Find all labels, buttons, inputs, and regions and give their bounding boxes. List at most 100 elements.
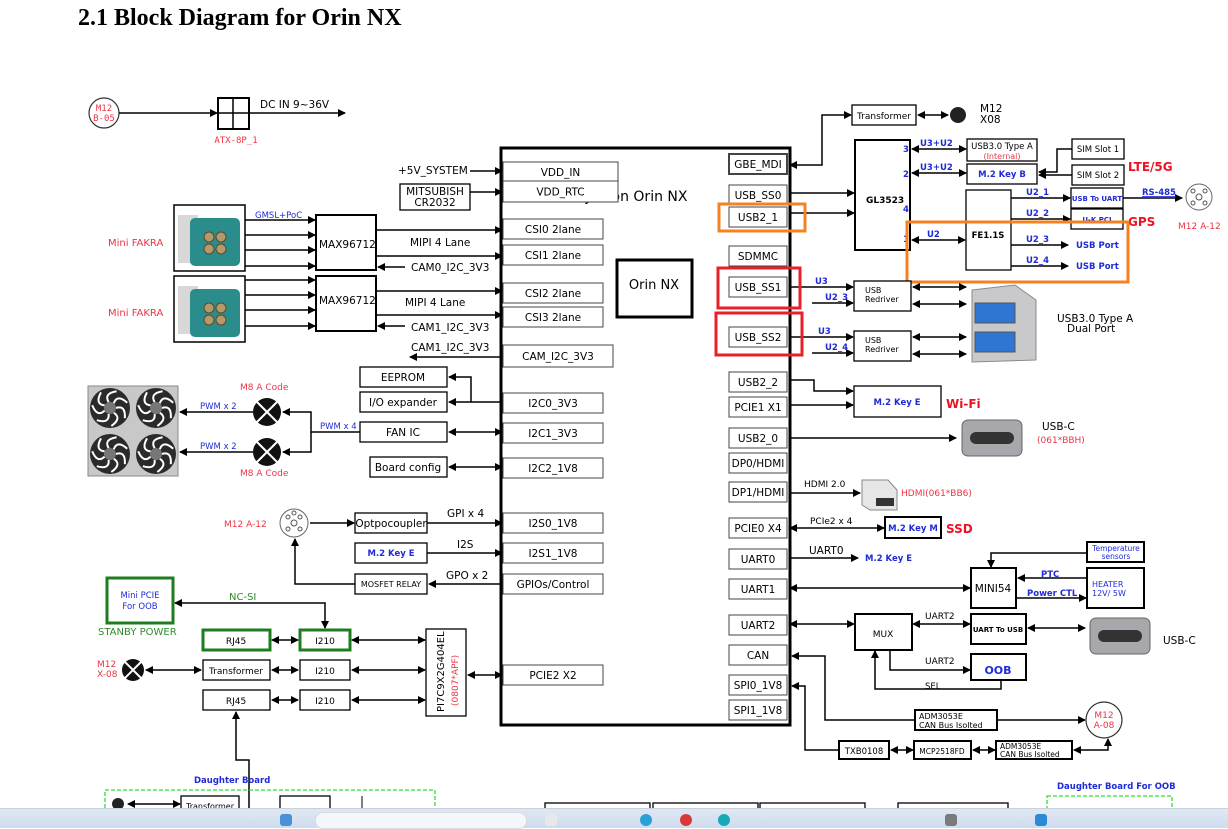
soc-pin-box: [502, 306, 604, 328]
mux-label: MUX: [873, 630, 894, 640]
mosfet-relay-label: MOSFET RELAY: [361, 580, 421, 589]
soc-pin-label: VDD_RTC: [536, 187, 584, 199]
soc-pin-label: USB_SS2: [735, 332, 782, 344]
i210-box-3: [299, 689, 351, 711]
soc-pin-label: I2C1_3V3: [528, 428, 578, 440]
gl3523-hub-box: [854, 139, 911, 251]
fan-blade: [97, 391, 105, 407]
max96712-deserializer-2: [315, 275, 377, 332]
soc-pin-label: USB2_1: [738, 212, 778, 224]
m12-x08-label-1: M12: [97, 660, 116, 670]
m12-x08-right-label-1: M12: [980, 103, 1002, 115]
fan-blade: [161, 452, 172, 465]
power-ctl-label: Power CTL: [1027, 589, 1078, 599]
usb30-internal-label-2: (Internal): [983, 152, 1020, 161]
soc-pin-box: [728, 153, 788, 175]
m12-a12-label-right: M12 A-12: [1178, 222, 1221, 232]
soc-pin-box: [502, 180, 619, 203]
fan-hub: [150, 402, 162, 414]
m2-key-e-wifi-label: M.2 Key E: [873, 398, 920, 408]
adm3053e-label-2a: ADM3053E: [1000, 742, 1041, 751]
i210-label-3: I210: [315, 697, 335, 707]
fan-blade: [115, 452, 126, 465]
rtc-battery-label-2: CR2032: [414, 197, 455, 209]
gpo-label: GPO x 2: [446, 570, 488, 582]
taskbar-app-icon-4[interactable]: [718, 814, 730, 826]
rj45-box-1: [201, 628, 272, 652]
taskbar-app-icon-6[interactable]: [1035, 814, 1047, 826]
fan-blade: [115, 406, 126, 419]
pcie-switch-box: [425, 628, 467, 717]
block-diagram: M12 B-05 ATX-8P_1 DC IN 9~36V Jetson Ori…: [87, 97, 1221, 808]
soc-pin-box: [728, 674, 788, 696]
soc-pin-label: DP0/HDMI: [732, 458, 785, 470]
m2-key-e-uart-label: M.2 Key E: [865, 554, 912, 564]
usb-port-label-2: USB Port: [1076, 262, 1119, 272]
u3u2-label-1: U3+U2: [920, 139, 953, 149]
m2-key-m-box: [884, 516, 942, 539]
m12-a12-label-left: M12 A-12: [224, 520, 267, 530]
adm3053e-label-2b: CAN Bus Isolted: [1000, 750, 1060, 759]
transformer-label-left: Transformer: [208, 667, 263, 677]
pwm2-label-2: PWM x 2: [200, 442, 237, 452]
fe11s-hub-box: [965, 189, 1012, 271]
m2-key-e-box-wifi: [853, 385, 942, 418]
fan-blade: [152, 436, 163, 449]
soc-pin-label: USB2_2: [738, 377, 778, 389]
soc-pin-box: [502, 218, 604, 240]
taskbar-app-icon-1[interactable]: [545, 814, 557, 826]
gl3523-label: GL3523: [866, 196, 904, 206]
redriver-label-1b: Redriver: [865, 295, 899, 304]
taskbar-app-icon-5[interactable]: [945, 814, 957, 826]
fan-blade: [91, 404, 106, 415]
fan-blade: [97, 437, 105, 453]
rj45-label-1: RJ45: [226, 637, 246, 647]
fan-blade: [142, 413, 156, 423]
fan-blade: [110, 457, 119, 473]
soc-pin-box: [502, 542, 604, 564]
soc-pin-box: [728, 245, 788, 267]
i210-box-1: [298, 628, 352, 652]
mini54-label: MINI54: [975, 583, 1012, 595]
m8-connector-icon-2: [253, 438, 281, 466]
soc-pin-label: USB_SS1: [735, 282, 782, 294]
soc-pin-box: [728, 699, 788, 721]
sim-slot-2-label: SIM Slot 2: [1077, 171, 1119, 181]
nc-si-label: NC-SI: [229, 592, 256, 603]
soc-pin-label: UART2: [741, 620, 776, 632]
soc-pin-label: CSI2 2lane: [525, 288, 581, 300]
usb2-1-highlight: [717, 202, 807, 233]
start-icon[interactable]: [280, 814, 292, 826]
io-expander-label: I/O expander: [369, 397, 438, 409]
taskbar-app-icon-3[interactable]: [680, 814, 692, 826]
soc-pin-box: [502, 422, 604, 444]
standby-power-label: STANBY POWER: [98, 627, 177, 638]
ssd-label: SSD: [946, 522, 973, 536]
txb0108-label: TXB0108: [844, 747, 883, 757]
usb30-internal-label-1: USB3.0 Type A: [971, 142, 1033, 152]
fan-blade: [142, 459, 156, 469]
u2-3-label-redriver: U2_3: [825, 293, 848, 303]
fan-hub: [104, 402, 116, 414]
taskbar-search-box[interactable]: [315, 812, 527, 829]
daughter-transformer-label: Transformer: [185, 802, 235, 808]
rtc-battery-label-1: MITSUBISH: [406, 186, 464, 198]
ethernet-section: Mini PCIE For OOB STANBY POWER NC-SI RJ4…: [97, 576, 503, 808]
soc-pin-box: [728, 481, 788, 503]
soc-pin-label: SPI1_1V8: [734, 705, 783, 717]
mcp2518fd-box: [913, 740, 972, 760]
u3-label-1: U3: [815, 277, 828, 287]
fan-blade: [158, 443, 174, 450]
orin-nx-core-label: Orin NX: [629, 278, 679, 293]
mini-pcie-oob-box: [105, 576, 175, 625]
taskbar-app-icon-2[interactable]: [640, 814, 652, 826]
soc-pin-box: [728, 371, 788, 393]
rs485-label: RS-485: [1142, 188, 1176, 198]
eeprom-label: EEPROM: [381, 372, 425, 384]
board-config-label: Board config: [375, 462, 441, 474]
i210-label-1: I210: [315, 637, 335, 647]
m12-x08-label-2: X-08: [97, 670, 118, 680]
v5-system-label: +5V_SYSTEM: [398, 165, 468, 177]
fan-blade: [91, 450, 106, 461]
adm3053e-label-1a: ADM3053E: [919, 712, 963, 721]
